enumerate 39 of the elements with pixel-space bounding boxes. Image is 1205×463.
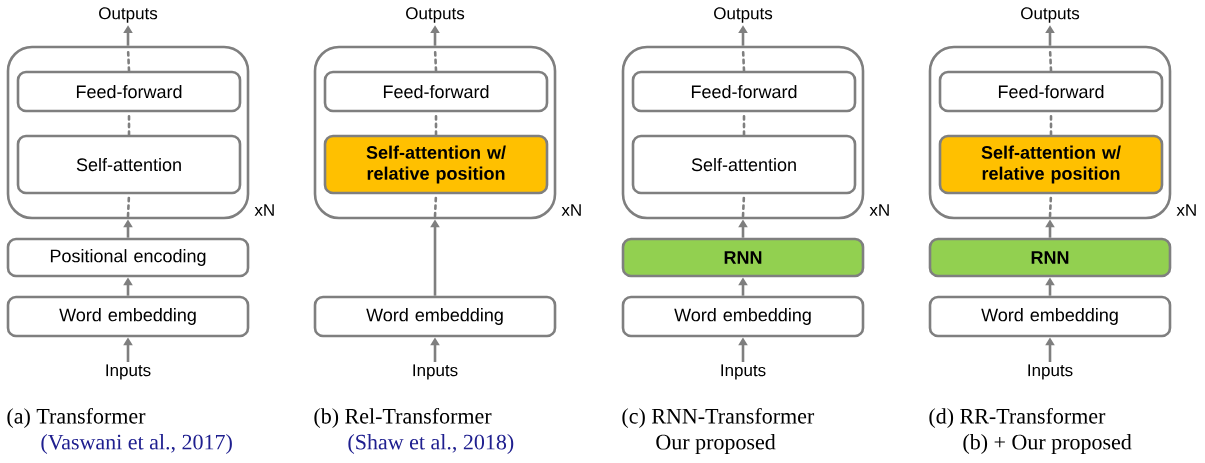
highlighted-layer-box: Self-attention w/ relative position (323, 134, 549, 195)
caption: (b) + Our proposed (963, 434, 1132, 454)
layer-box: Feed-forward (323, 70, 549, 113)
io-label: Outputs (406, 7, 465, 23)
io-label: Inputs (106, 364, 151, 380)
caption: (Shaw et al., 2018) (348, 434, 514, 454)
io-label: Inputs (413, 364, 458, 380)
repeated-block (313, 45, 557, 220)
repeated-block (621, 45, 865, 220)
repeated-block (928, 45, 1172, 220)
layer-box: Word embedding (928, 295, 1172, 338)
rnn-layer-box: RNN (621, 237, 865, 278)
io-label: Outputs (1021, 7, 1080, 23)
repeat-count: xN (1176, 204, 1196, 216)
io-label: Outputs (99, 7, 158, 23)
caption: (a) Transformer (7, 407, 146, 429)
repeat-count: xN (869, 204, 889, 216)
layer-box: Feed-forward (631, 70, 857, 113)
repeat-count: xN (561, 204, 581, 216)
layer-box: Word embedding (6, 295, 250, 338)
repeated-block (6, 45, 250, 220)
io-label: Outputs (714, 7, 773, 23)
layer-box: Word embedding (313, 295, 557, 338)
caption: (d) RR-Transformer (929, 407, 1106, 429)
layer-box: Self-attention (631, 134, 857, 195)
caption: Our proposed (656, 434, 776, 454)
caption: (c) RNN-Transformer (622, 407, 815, 429)
layer-box: Positional encoding (6, 237, 250, 278)
layer-box: Feed-forward (16, 70, 242, 113)
io-label: Inputs (1028, 364, 1073, 380)
repeat-count: xN (254, 204, 274, 216)
caption: (Vaswani et al., 2017) (41, 434, 232, 454)
io-label: Inputs (721, 364, 766, 380)
layer-box: Self-attention (16, 134, 242, 195)
caption: (b) Rel-Transformer (314, 407, 492, 429)
highlighted-layer-box: Self-attention w/ relative position (938, 134, 1164, 195)
layer-box: Word embedding (621, 295, 865, 338)
layer-box: Feed-forward (938, 70, 1164, 113)
rnn-layer-box: RNN (928, 237, 1172, 278)
